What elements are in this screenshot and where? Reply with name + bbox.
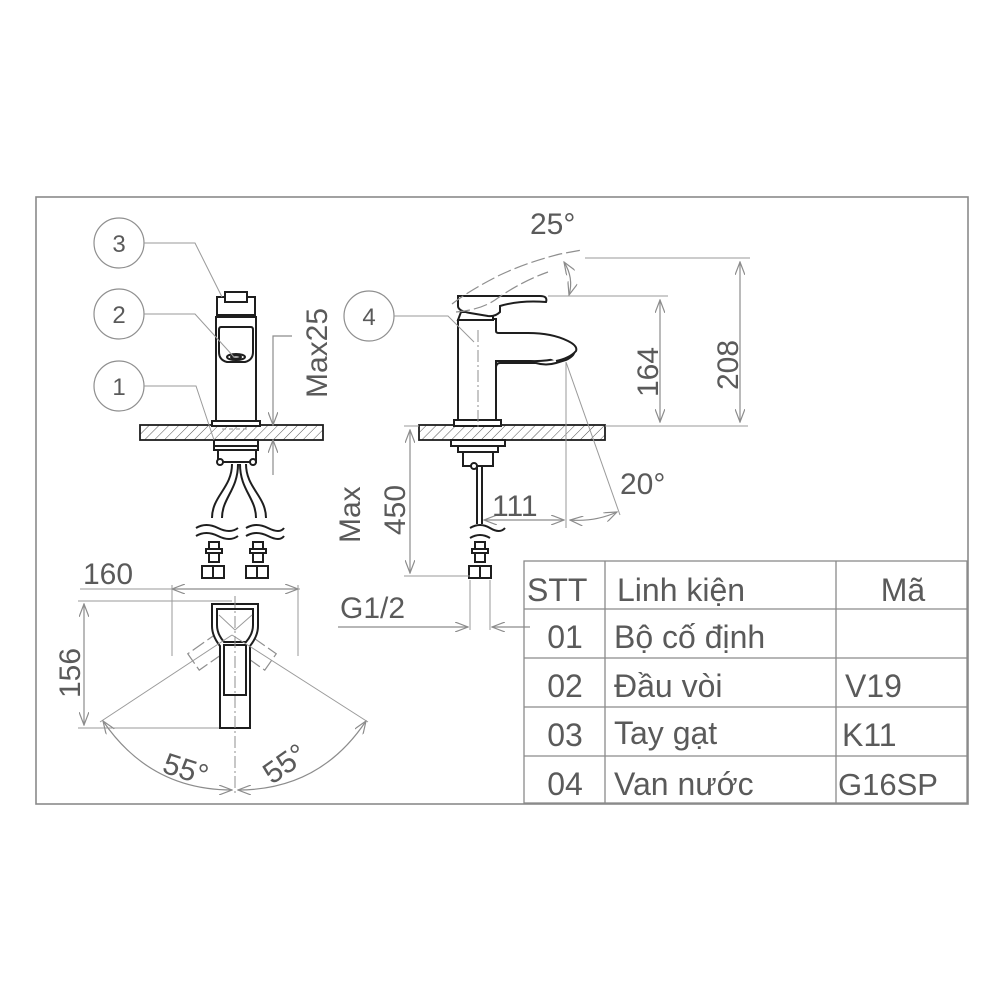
table-header-stt: STT	[527, 572, 587, 608]
svg-text:4: 4	[362, 304, 375, 331]
svg-text:1: 1	[112, 374, 125, 401]
dim-max450-label: Max	[334, 486, 367, 543]
svg-text:V19: V19	[845, 668, 902, 704]
dim-thread: G1/2	[340, 592, 405, 625]
counter-slab-front	[139, 424, 324, 441]
dim-max450-value: 450	[379, 485, 412, 535]
svg-text:G16SP: G16SP	[838, 767, 938, 802]
svg-text:Đầu vòi: Đầu vòi	[614, 668, 723, 704]
svg-text:3: 3	[112, 231, 125, 258]
svg-text:K11: K11	[842, 717, 897, 753]
balloon-3: 3	[93, 217, 223, 298]
dim-depth-156: 156	[54, 648, 87, 698]
dim-width-160: 160	[83, 558, 133, 591]
svg-text:02: 02	[547, 668, 583, 704]
dim-max25: Max25	[301, 308, 334, 398]
table-row: 01 Bộ cố định	[547, 619, 765, 655]
svg-text:Van nước: Van nước	[614, 766, 754, 802]
top-view: 160 156 55° 55°	[54, 558, 369, 795]
dim-angle-spout: 20°	[620, 468, 665, 501]
svg-text:Tay gạt: Tay gạt	[614, 715, 717, 751]
parts-table: STT Linh kiện Mã 01 Bộ cố định 02 Đầu vò…	[523, 560, 968, 804]
svg-text:01: 01	[547, 619, 583, 655]
table-row: 04 Van nước G16SP	[547, 766, 938, 802]
dim-angle-left: 55°	[159, 747, 212, 792]
dim-height-208: 208	[712, 340, 745, 390]
svg-text:2: 2	[112, 302, 125, 329]
table-header-component: Linh kiện	[617, 572, 745, 608]
svg-text:Bộ cố định: Bộ cố định	[614, 619, 765, 655]
table-row: 02 Đầu vòi V19	[547, 668, 902, 704]
svg-text:04: 04	[547, 766, 583, 802]
drawing-frame	[35, 196, 969, 805]
side-view: 25° 164 208 20° 111 Max 450 G1/2	[334, 208, 750, 630]
dim-reach-111: 111	[492, 490, 538, 523]
svg-text:03: 03	[547, 717, 583, 753]
balloon-1: 1	[93, 360, 215, 441]
table-row: 03 Tay gạt K11	[547, 715, 896, 753]
dim-height-164: 164	[632, 347, 665, 397]
dim-angle-handle: 25°	[530, 208, 575, 241]
balloon-4: 4	[343, 290, 475, 343]
balloon-2: 2	[93, 288, 235, 358]
counter-slab-side	[418, 424, 606, 441]
table-header-code: Mã	[881, 572, 926, 608]
front-view: Max25	[139, 291, 334, 579]
dim-angle-right: 55°	[257, 738, 313, 791]
